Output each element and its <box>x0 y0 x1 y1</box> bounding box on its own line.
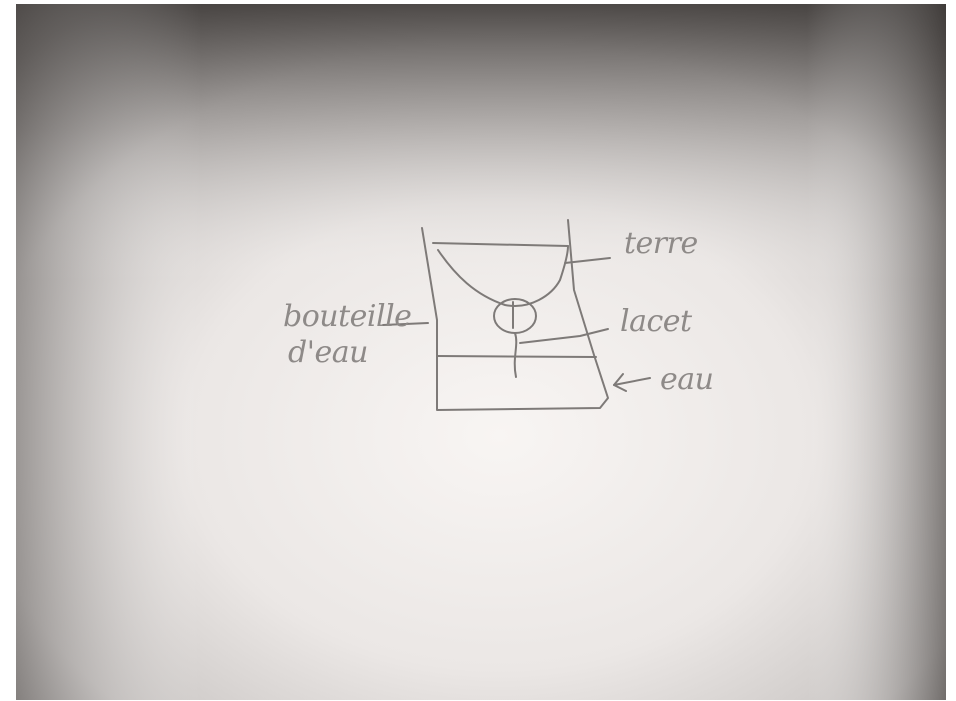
label-bouteille-line2: d'eau <box>288 335 368 370</box>
label-lacet: lacet <box>620 304 693 339</box>
label-eau: eau <box>660 362 713 397</box>
label-bouteille-line1: bouteille <box>283 299 411 334</box>
paper-sheet <box>16 4 946 700</box>
label-terre: terre <box>624 226 698 261</box>
water-level-line <box>437 356 596 357</box>
